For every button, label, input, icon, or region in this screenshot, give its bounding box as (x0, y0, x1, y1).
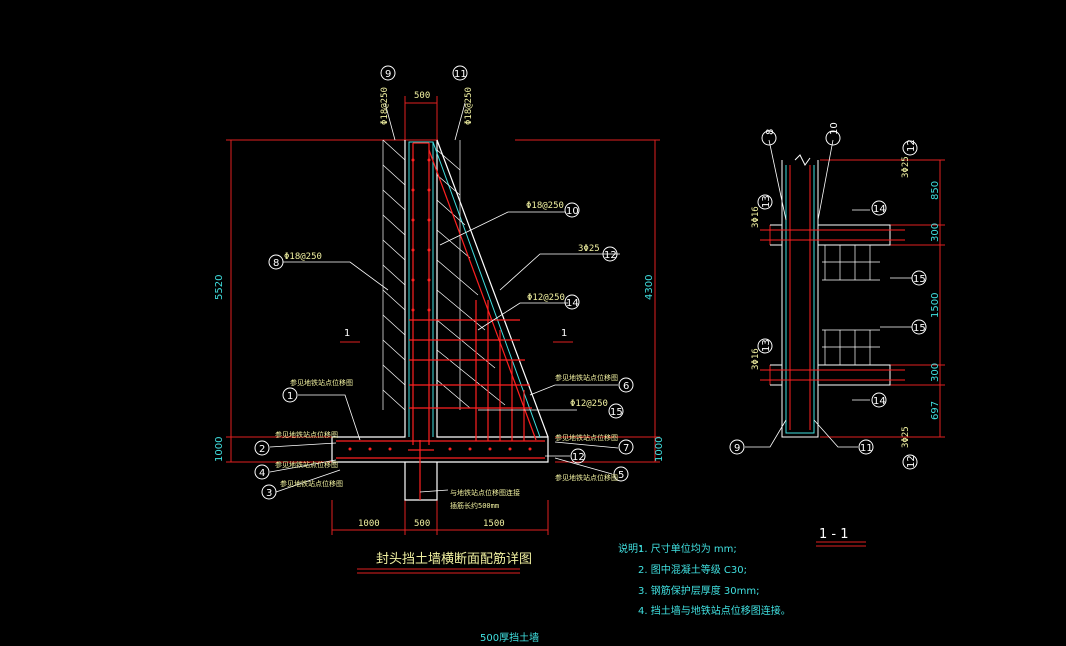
section-rebar (760, 165, 905, 430)
pile-note-2: 插筋长约500mm (450, 501, 499, 510)
callout-11-no: 11 (454, 69, 467, 80)
notes: 说明： 1. 尺寸单位均为 mm; 2. 图中混凝土等级 C30; 3. 钢筋保… (618, 542, 791, 617)
callout-15-no: 15 (610, 407, 623, 418)
rebar (336, 142, 545, 500)
callout-15-spec: Φ12@250 (570, 399, 608, 409)
callout-2-no: 2 (259, 444, 265, 455)
pile-note-1: 与地铁站点位移图连接 (450, 488, 520, 497)
sec-dim-1500: 1500 (930, 293, 941, 318)
callout-9-no: 9 (385, 69, 391, 80)
sec-tag-13b-no: 13 (761, 339, 772, 352)
leaders (269, 102, 620, 493)
footer-label: 500厚挡土墙 (480, 631, 539, 644)
section-1-1: 8 10 14 15 15 14 9 11 850 300 1500 300 6… (729, 122, 945, 547)
cover-line (408, 141, 541, 438)
section-hatch (822, 244, 880, 366)
callout-14-spec: Φ12@250 (527, 293, 565, 303)
callout-4-no: 4 (259, 468, 265, 479)
callout-7-spec: 参见地铁站点位移图 (555, 433, 618, 442)
callout-12-no: 12 (604, 250, 617, 261)
sec-tag-12b-no: 12 (906, 455, 917, 468)
sec-tag-12a-spec: 3Φ25 (901, 156, 911, 178)
callout-6-no: 6 (623, 381, 629, 392)
sec-circle-15b: 15 (913, 323, 926, 334)
section-circles (729, 130, 927, 470)
callout-5-spec: 参见地铁站点位移图 (555, 473, 618, 482)
callout-9-spec: Φ18@250 (380, 87, 390, 125)
callout-7-no: 7 (623, 443, 629, 454)
sec-circle-9: 9 (734, 443, 740, 454)
concrete-outline (331, 139, 549, 501)
dim-5520: 5520 (214, 275, 225, 300)
callout-3-no: 3 (266, 488, 272, 499)
dimension-lines (226, 96, 660, 535)
section-mark-left: 1 (344, 328, 350, 339)
dim-bottom-1500: 1500 (483, 519, 505, 529)
sec-tag-12b-spec: 3Φ25 (901, 426, 911, 448)
note-2: 2. 图中混凝土等级 C30; (638, 563, 747, 576)
section-outline (770, 154, 891, 438)
rebar-dots (348, 158, 532, 451)
main-detail: 500 5520 4300 1000 1000 1000 500 1500 1 … (214, 65, 665, 574)
sec-circle-14b: 14 (873, 396, 886, 407)
sec-circle-15a: 15 (913, 274, 926, 285)
sec-dim-300b: 300 (930, 363, 941, 382)
callout-5-no: 5 (618, 470, 624, 481)
sec-circle-14a: 14 (873, 204, 886, 215)
callout-1-spec: 参见地铁站点位移图 (290, 378, 353, 387)
hatch (382, 139, 506, 411)
note-3: 3. 钢筋保护层厚度 30mm; (638, 584, 759, 597)
dim-bottom-1000: 1000 (358, 519, 380, 529)
callout-6-spec: 参见地铁站点位移图 (555, 373, 618, 382)
sec-bar-8: 8 (765, 129, 776, 135)
dim-500-top: 500 (414, 91, 430, 101)
dim-4300: 4300 (644, 275, 655, 300)
sec-circle-11: 11 (860, 443, 873, 454)
callout-10-no: 10 (566, 206, 579, 217)
callout-10-spec: Φ18@250 (526, 201, 564, 211)
dim-1000-left: 1000 (214, 437, 225, 462)
sec-bar-10: 10 (829, 122, 840, 135)
callout-12-spec: 3Φ25 (578, 244, 600, 254)
section-leaders (745, 139, 912, 448)
section-cover (785, 165, 815, 434)
title-underline (357, 568, 520, 574)
callout-14-no: 14 (566, 298, 579, 309)
section-dims (769, 159, 945, 547)
callout-8-no: 8 (273, 258, 279, 269)
sec-tag-13a-spec: 3Φ16 (751, 206, 761, 228)
section-label: 1 - 1 (819, 527, 849, 542)
sec-dim-697: 697 (930, 401, 941, 420)
note-4: 4. 挡土墙与地铁站点位移图连接。 (638, 604, 791, 617)
sec-tag-13a-no: 13 (761, 195, 772, 208)
dim-bottom-500: 500 (414, 519, 430, 529)
callout-4-spec: 参见地铁站点位移图 (275, 460, 338, 469)
sec-tag-12a-no: 12 (906, 139, 917, 152)
sec-dim-300a: 300 (930, 223, 941, 242)
callout-12b-no: 12 (572, 452, 585, 463)
callout-1-no: 1 (287, 391, 293, 402)
sec-dim-850: 850 (930, 181, 941, 200)
callout-8-spec: Φ18@250 (284, 252, 322, 262)
detail-title: 封头挡土墙横断面配筋详图 (376, 551, 532, 567)
callout-2-spec: 参见地铁站点位移图 (275, 430, 338, 439)
note-1: 1. 尺寸单位均为 mm; (638, 542, 737, 555)
sec-tag-13b-spec: 3Φ16 (751, 348, 761, 370)
notes-lead: 说明： (618, 542, 648, 555)
section-mark-right: 1 (561, 328, 567, 339)
callout-11-spec: Φ18@250 (464, 87, 474, 125)
callout-3-spec: 参见地铁站点位移图 (280, 479, 343, 488)
callout-circles (254, 65, 634, 500)
dim-1000-right: 1000 (654, 437, 665, 462)
